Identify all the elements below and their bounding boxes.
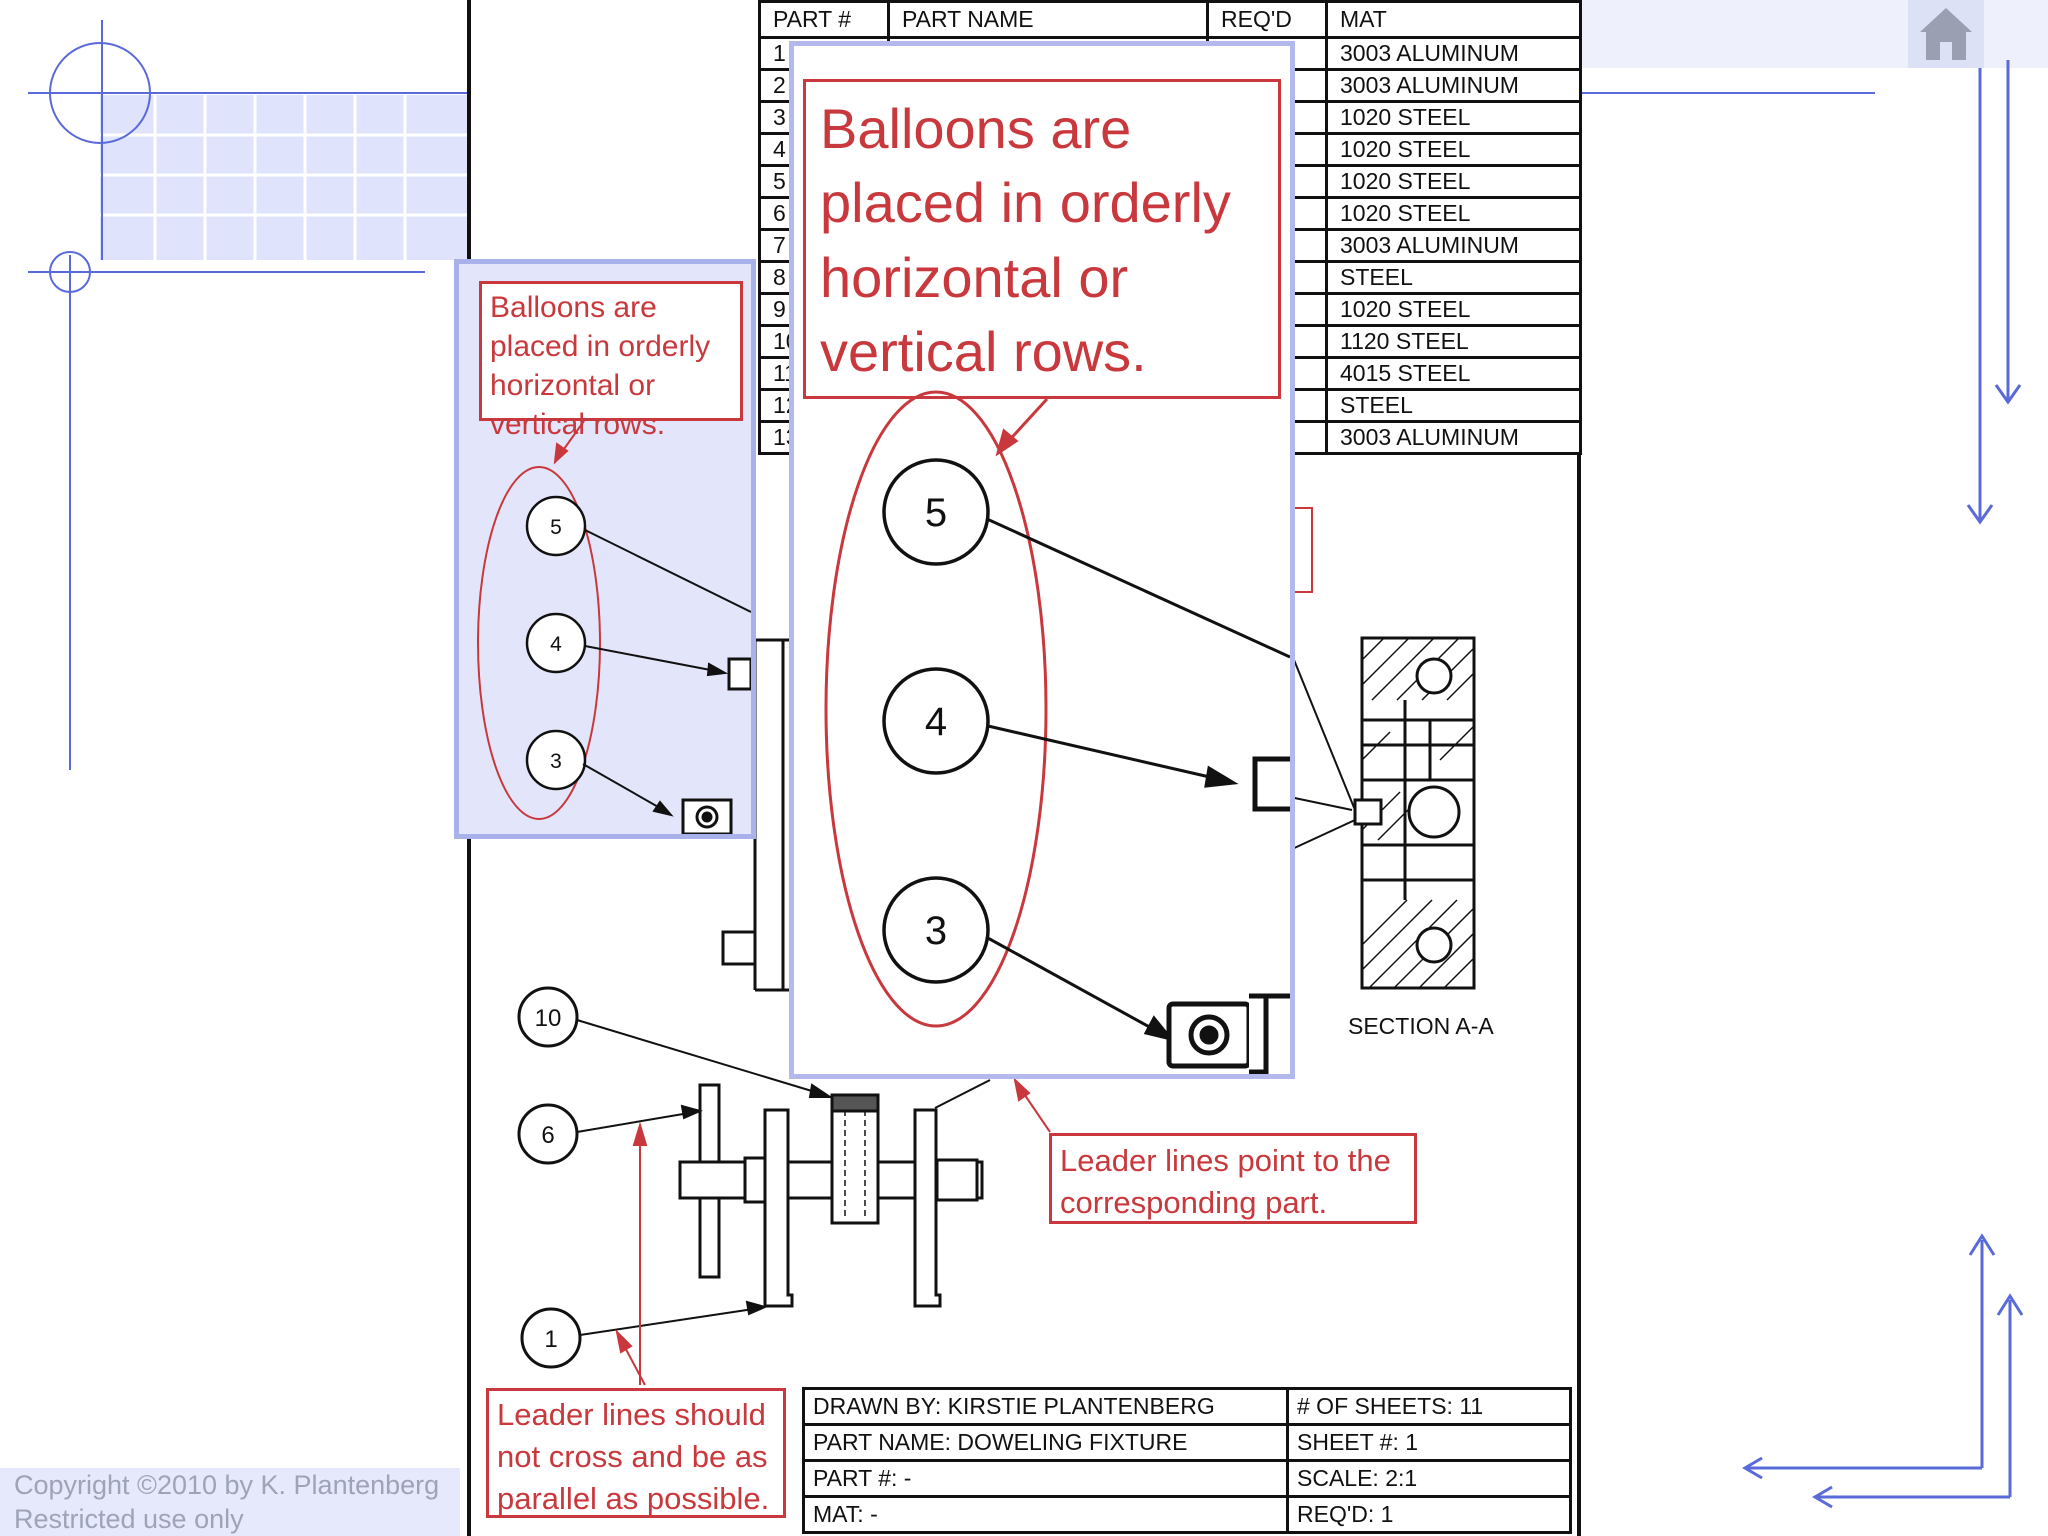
home-button[interactable] — [1908, 0, 1984, 68]
small-panel-drawing: 5 4 3 — [477, 420, 751, 834]
balloons-note-small: Balloons are placed in orderly horizonta… — [479, 281, 743, 441]
material-cell: 1020 STEEL — [1325, 100, 1582, 135]
material-cell: 1020 STEEL — [1325, 164, 1582, 199]
material: MAT: - — [802, 1495, 1289, 1534]
large-panel-drawing: 5 4 3 — [824, 390, 1290, 1074]
scale: SCALE: 2:1 — [1286, 1459, 1572, 1498]
balloon-10: 10 — [535, 1005, 562, 1032]
balloon-6: 6 — [541, 1122, 554, 1149]
section-label: SECTION A-A — [1348, 1013, 1494, 1039]
lower-balloons: 10 6 1 — [517, 986, 582, 1369]
material-cell: 1020 STEEL — [1325, 196, 1582, 231]
material-cell: 1120 STEEL — [1325, 324, 1582, 359]
leader-cross-note: Leader lines should not cross and be as … — [486, 1388, 786, 1518]
balloon-5-small: 5 — [550, 516, 562, 539]
title-block: DRAWN BY: KIRSTIE PLANTENBERG# OF SHEETS… — [802, 1387, 1572, 1534]
balloon-zoom-panel-large: Balloons are placed in orderly horizonta… — [789, 41, 1295, 1079]
table-header-row: PART # PART NAME REQ'D MAT — [758, 0, 1582, 39]
required-quantity: REQ'D: 1 — [1286, 1495, 1572, 1534]
material-cell: 3003 ALUMINUM — [1325, 36, 1582, 71]
material-cell: 3003 ALUMINUM — [1325, 228, 1582, 263]
header-reqd: REQ'D — [1206, 0, 1328, 39]
section-a-a-view — [1353, 636, 1476, 990]
material-cell: STEEL — [1325, 260, 1582, 295]
material-cell: 4015 STEEL — [1325, 356, 1582, 391]
leader-point-note: Leader lines point to the corresponding … — [1049, 1133, 1417, 1224]
material-cell: 3003 ALUMINUM — [1325, 68, 1582, 103]
number-of-sheets: # OF SHEETS: 11 — [1286, 1387, 1572, 1426]
balloon-4-small: 4 — [550, 633, 562, 656]
fixture-side-view — [678, 1083, 984, 1308]
home-icon — [1920, 8, 1972, 60]
sheet-number: SHEET #: 1 — [1286, 1423, 1572, 1462]
balloon-4-large: 4 — [925, 700, 947, 744]
balloons-note-large: Balloons are placed in orderly horizonta… — [803, 79, 1281, 399]
balloon-1: 1 — [544, 1326, 557, 1353]
material-cell: 1020 STEEL — [1325, 292, 1582, 327]
part-name: PART NAME: DOWELING FIXTURE — [802, 1423, 1289, 1462]
material-cell: 1020 STEEL — [1325, 132, 1582, 167]
balloon-3-large: 3 — [925, 909, 947, 953]
copyright-line: Copyright ©2010 by K. Plantenberg — [14, 1470, 440, 1500]
copyright-notice: Copyright ©2010 by K. Plantenberg Restri… — [0, 1468, 460, 1536]
drawn-by: DRAWN BY: KIRSTIE PLANTENBERG — [802, 1387, 1289, 1426]
balloon-zoom-panel-small: Balloons are placed in orderly horizonta… — [454, 259, 756, 839]
header-material: MAT — [1325, 0, 1582, 39]
material-cell: STEEL — [1325, 388, 1582, 423]
balloon-3-small: 3 — [550, 750, 562, 773]
material-cell: 3003 ALUMINUM — [1325, 420, 1582, 455]
header-part-number: PART # — [758, 0, 890, 39]
balloon-5-large: 5 — [925, 491, 947, 535]
part-number: PART #: - — [802, 1459, 1289, 1498]
restricted-use-line: Restricted use only — [14, 1504, 244, 1534]
header-part-name: PART NAME — [887, 0, 1209, 39]
corner-arrows-decoration — [1742, 60, 2024, 1509]
blueprint-grid-decoration — [28, 0, 2048, 770]
